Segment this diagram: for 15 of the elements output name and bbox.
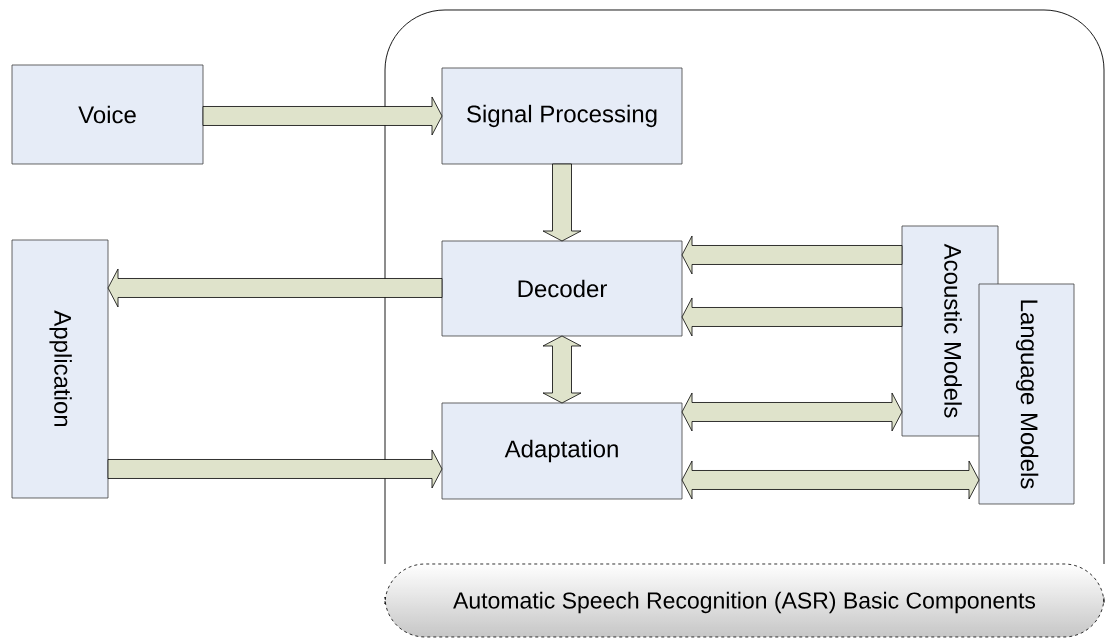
component-box: Voice bbox=[11, 64, 204, 165]
block-arrow bbox=[681, 297, 903, 337]
block-arrow bbox=[681, 235, 903, 275]
block-arrow bbox=[202, 96, 443, 136]
block-arrow bbox=[681, 460, 980, 500]
component-box: Decoder bbox=[441, 240, 683, 337]
block-arrow bbox=[681, 392, 903, 432]
block-arrow bbox=[107, 268, 443, 308]
block-arrow bbox=[542, 163, 582, 242]
component-box: Language Models bbox=[978, 283, 1075, 505]
component-box: Signal Processing bbox=[441, 67, 683, 165]
block-arrow bbox=[107, 449, 443, 489]
block-arrow bbox=[542, 335, 582, 404]
component-box: Application bbox=[11, 239, 109, 499]
component-box: Adaptation bbox=[441, 402, 683, 500]
